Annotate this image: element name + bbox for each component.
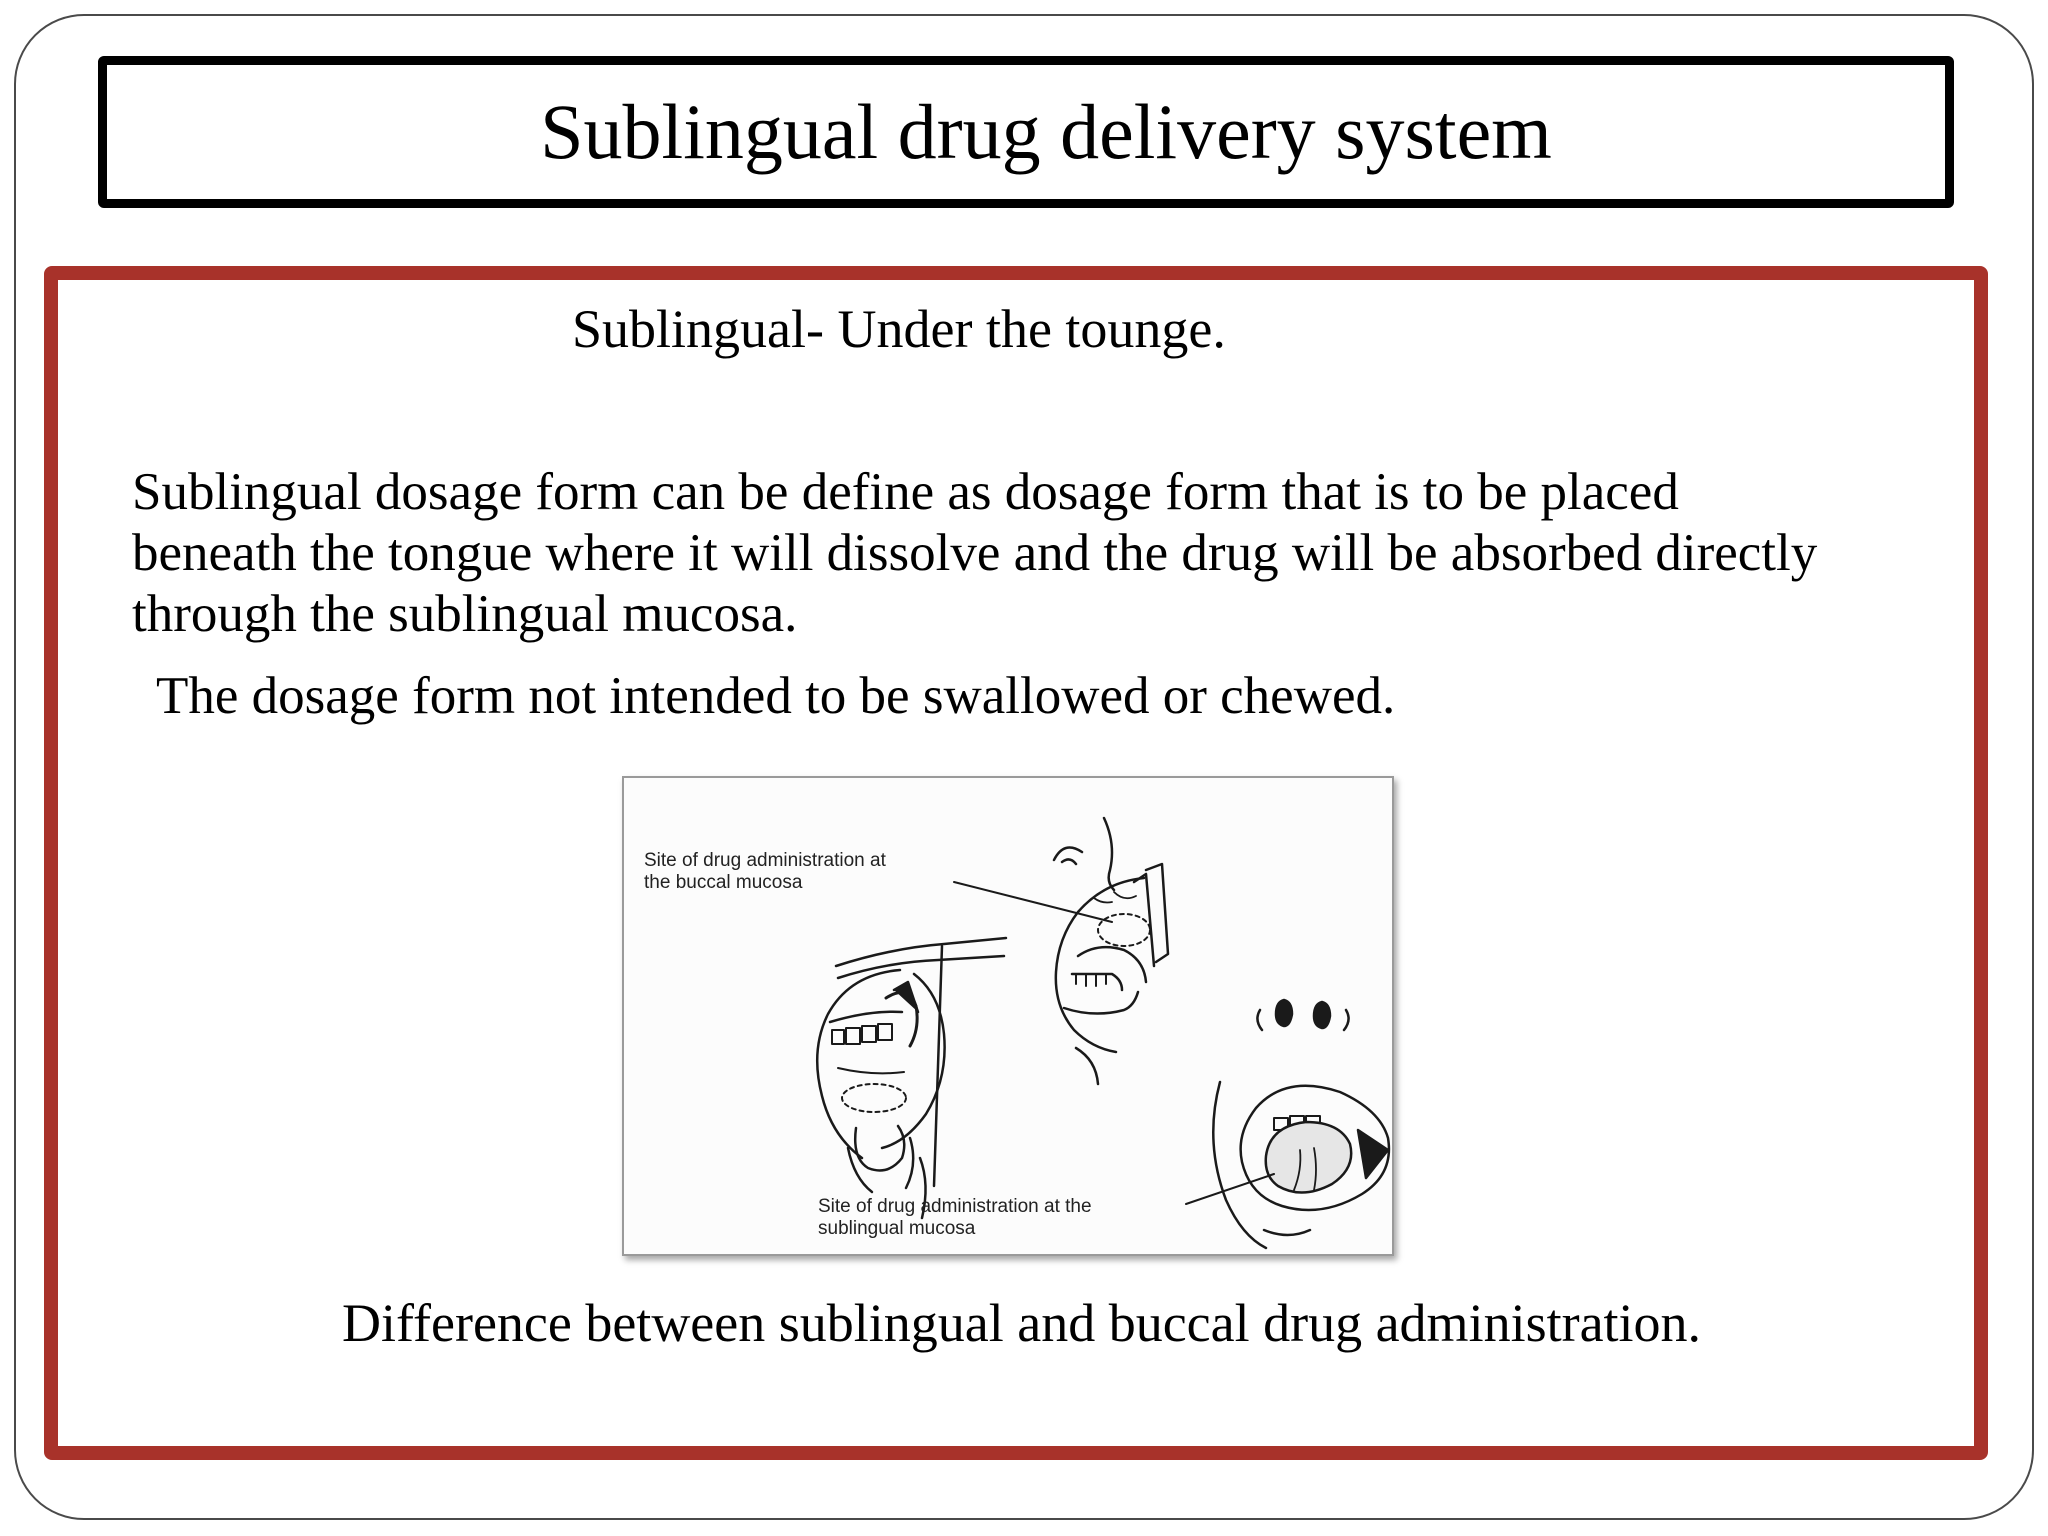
buccal-label-line: Site of drug administration at	[644, 850, 886, 871]
dosage-form-paragraph: Sublingual dosage form can be define as …	[132, 462, 1962, 645]
paragraph-line: through the sublingual mucosa.	[132, 585, 798, 643]
title-box: Sublingual drug delivery system	[98, 56, 1954, 208]
sublingual-open-mouth-drawing	[815, 936, 1008, 1220]
sublingual-leader-line	[1185, 1173, 1275, 1205]
buccal-site-label: Site of drug administration at the bucca…	[644, 850, 886, 894]
mouth-illustration	[815, 816, 1391, 1250]
sublingual-site-label: Site of drug administration at the subli…	[818, 1196, 1092, 1240]
buccal-profile-drawing	[1052, 816, 1170, 1086]
sublingual-label-line: sublingual mucosa	[818, 1218, 976, 1239]
paragraph-line: Sublingual dosage form can be define as …	[132, 463, 1679, 521]
buccal-label-line: the buccal mucosa	[644, 872, 803, 893]
slide-title: Sublingual drug delivery system	[540, 88, 1552, 175]
buccal-leader-line	[953, 881, 1113, 923]
sublingual-definition: Sublingual- Under the tounge.	[572, 299, 1226, 359]
sublingual-label-line: Site of drug administration at the	[818, 1196, 1092, 1217]
paragraph-line: beneath the tongue where it will dissolv…	[132, 524, 1818, 582]
mouth-diagram-figure: Site of drug administration at the bucca…	[622, 776, 1394, 1256]
figure-caption: Difference between sublingual and buccal…	[342, 1293, 1702, 1353]
dosage-note: The dosage form not intended to be swall…	[156, 667, 1396, 725]
sublingual-front-face-drawing	[1212, 998, 1391, 1250]
